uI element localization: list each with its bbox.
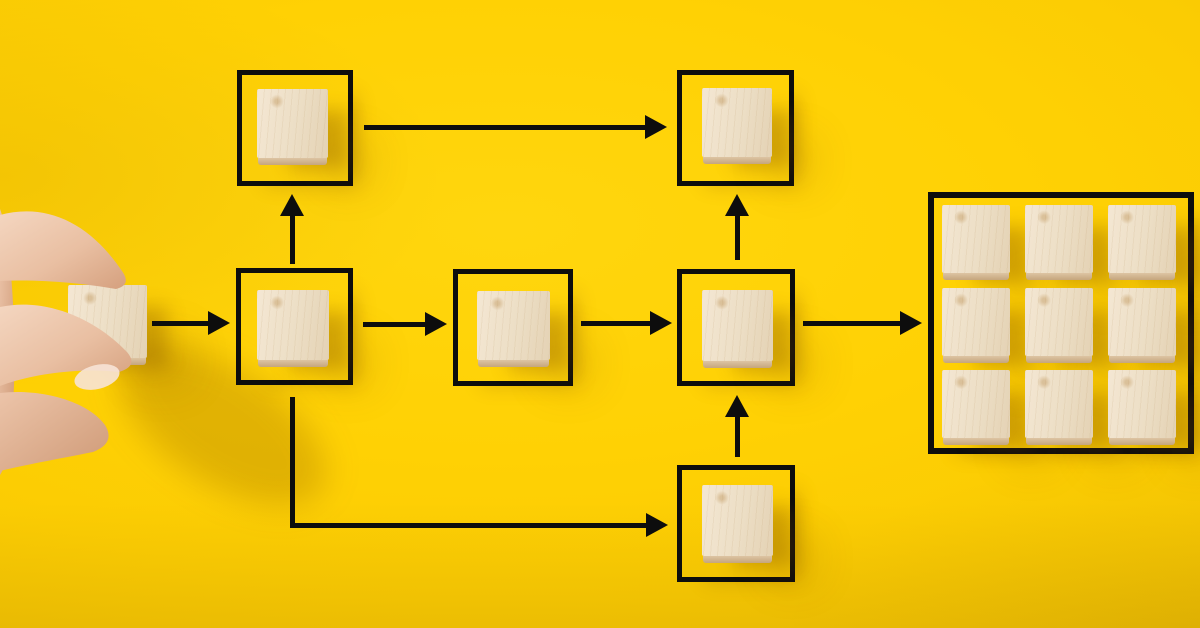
frame-grid bbox=[928, 192, 1194, 454]
grid-block-1-1 bbox=[942, 205, 1010, 280]
grid-block-2-1 bbox=[942, 288, 1010, 363]
arrow-mid-right-to-grid-head bbox=[900, 311, 922, 335]
grid-block-1-3 bbox=[1108, 205, 1176, 280]
lower-fingers bbox=[0, 391, 109, 471]
arrow-mid-center-to-mid-right-line bbox=[581, 320, 650, 326]
arrow-mid-left-to-top-left-head bbox=[280, 194, 304, 216]
arrow-top-left-to-top-right-line bbox=[364, 124, 645, 130]
frame-top-left bbox=[237, 70, 353, 186]
arrow-hand-to-mid-left-line bbox=[152, 320, 208, 326]
block-top-right bbox=[702, 88, 772, 164]
grid-block-3-1 bbox=[942, 370, 1010, 445]
grid-block-1-2 bbox=[1025, 205, 1093, 280]
arrow-bottom-to-mid-right-head bbox=[725, 395, 749, 417]
grid-block-3-2 bbox=[1025, 370, 1093, 445]
block-mid-right bbox=[702, 290, 773, 368]
arrow-bottom-to-mid-right-line bbox=[734, 417, 740, 457]
arrow-mid-left-to-mid-center-line bbox=[363, 321, 425, 327]
frame-top-right bbox=[677, 70, 794, 186]
block-mid-center bbox=[477, 291, 550, 367]
grid-block-2-2 bbox=[1025, 288, 1093, 363]
block-mid-left bbox=[257, 290, 329, 367]
fingernail bbox=[74, 364, 120, 390]
arrow-mid-right-to-top-right-head bbox=[725, 194, 749, 216]
block-bottom bbox=[702, 485, 773, 563]
grid-block-2-3 bbox=[1108, 288, 1176, 363]
arrow-hand-to-mid-left-head bbox=[208, 311, 230, 335]
block-top-left bbox=[257, 89, 328, 165]
arrow-mid-left-to-bottom-line bbox=[289, 522, 646, 528]
arrow-mid-left-to-top-left-line bbox=[289, 216, 295, 264]
arrow-top-left-to-top-right-head bbox=[645, 115, 667, 139]
frame-mid-right bbox=[677, 269, 795, 386]
arrow-mid-left-to-mid-center-head bbox=[425, 312, 447, 336]
arrow-mid-right-to-grid-line bbox=[803, 320, 900, 326]
upper-finger bbox=[0, 211, 126, 289]
arrow-mid-right-to-top-right-line bbox=[734, 216, 740, 260]
frame-bottom bbox=[677, 465, 795, 582]
arrow-mid-left-to-bottom-line bbox=[289, 397, 295, 528]
frame-mid-center bbox=[453, 269, 573, 386]
arrow-mid-center-to-mid-right-head bbox=[650, 311, 672, 335]
arrow-mid-left-to-bottom-head bbox=[646, 513, 668, 537]
frame-mid-left bbox=[236, 268, 353, 385]
grid-block-3-3 bbox=[1108, 370, 1176, 445]
hand bbox=[0, 209, 132, 475]
